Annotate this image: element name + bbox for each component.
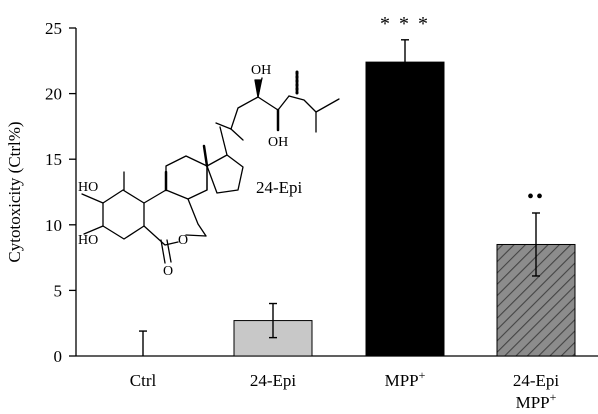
x-tick-label-line2: MPP+ — [516, 390, 557, 412]
x-tick-label: MPP+ — [385, 368, 426, 390]
x-tick-label: 24-Epi — [250, 371, 297, 390]
y-tick-label: 15 — [45, 150, 62, 169]
x-tick-label: Ctrl — [130, 371, 157, 390]
significance-marker: •• — [527, 186, 545, 208]
inset-label: 24-Epi — [256, 178, 303, 197]
y-tick-label: 0 — [54, 347, 63, 366]
y-tick-label: 5 — [54, 281, 63, 300]
molecule-structure-inset — [81, 70, 340, 264]
molecule-label-oh-mid: OH — [268, 135, 288, 150]
y-axis-label: Cytotoxicity (Ctrl%) — [5, 121, 24, 262]
molecule-label-ho-upper: HO — [78, 180, 98, 195]
y-tick-label: 25 — [45, 19, 62, 38]
molecule-labels: OH OH HO HO O O 24-Epi — [78, 63, 303, 279]
x-tick-label: 24-Epi — [513, 371, 560, 390]
y-axis-ticks: 0 5 10 15 20 25 — [45, 19, 76, 366]
y-tick-label: 20 — [45, 85, 62, 104]
molecule-label-ho-lower: HO — [78, 233, 98, 248]
molecule-label-ring-o: O — [178, 233, 188, 248]
molecule-label-oh-top: OH — [251, 63, 271, 78]
molecule-label-carbonyl-o: O — [163, 264, 173, 279]
significance-marker: * * * — [380, 13, 430, 35]
y-tick-label: 10 — [45, 216, 62, 235]
bars: * * * •• — [139, 13, 576, 357]
bar — [365, 61, 445, 357]
